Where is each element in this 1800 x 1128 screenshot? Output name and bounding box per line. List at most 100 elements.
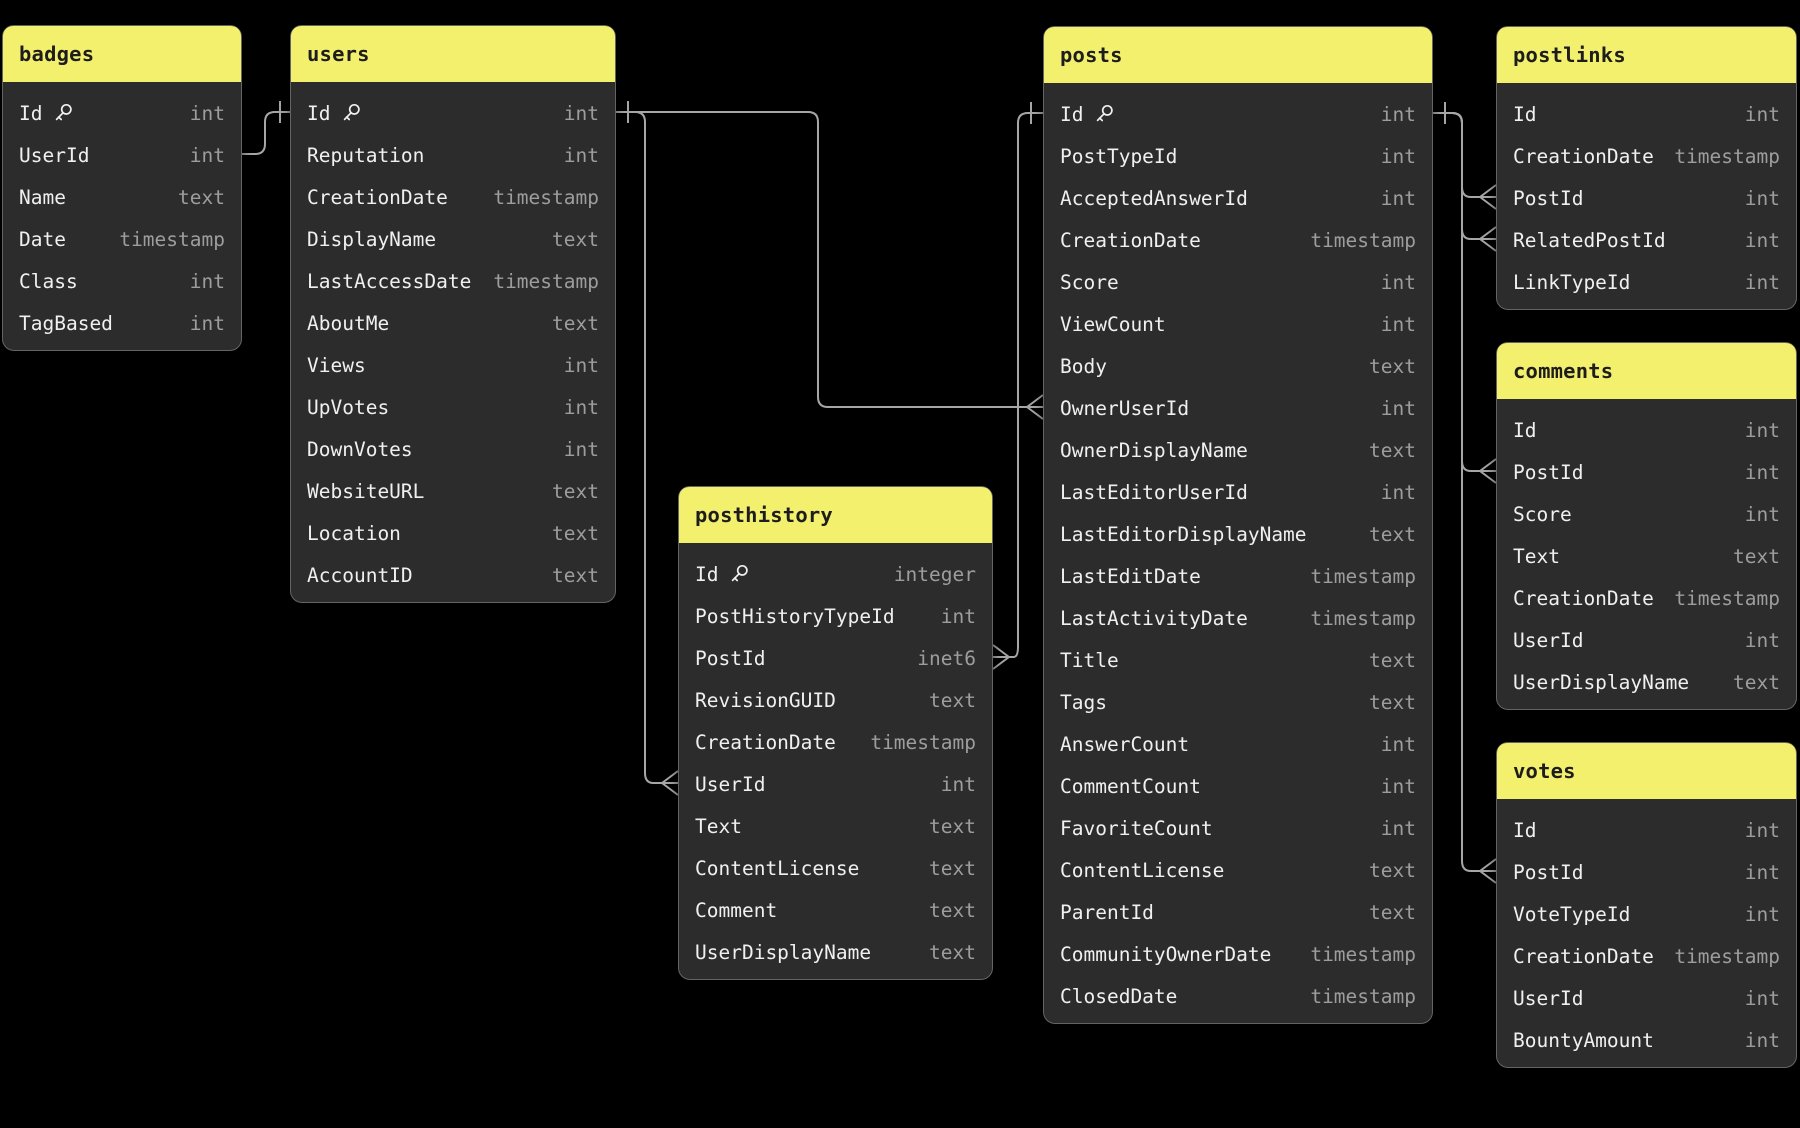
table-header-postlinks[interactable]: postlinks [1497,27,1796,83]
field-type: int [1380,144,1416,168]
field-name: Title [1060,648,1119,672]
table-title: postlinks [1513,43,1626,67]
field-type: text [552,521,599,545]
table-header-votes[interactable]: votes [1497,743,1796,799]
field-left: CreationDate [1060,229,1201,252]
table-title: votes [1513,759,1576,783]
field-left: Id [19,102,74,125]
table-header-users[interactable]: users [291,26,615,82]
field-left: UserDisplayName [695,941,871,964]
table-header-posts[interactable]: posts [1044,27,1432,83]
table-header-badges[interactable]: badges [3,26,241,82]
field-name: ContentLicense [695,856,860,880]
table-header-posthistory[interactable]: posthistory [679,487,992,543]
field-type: timestamp [1310,984,1416,1008]
field-left: WebsiteURL [307,480,424,503]
field-left: TagBased [19,312,113,335]
field-name: Text [695,814,742,838]
crow-foot-many-marker [992,644,1010,670]
field-left: Text [1513,545,1560,568]
field-left: LastEditDate [1060,565,1201,588]
table-header-comments[interactable]: comments [1497,343,1796,399]
